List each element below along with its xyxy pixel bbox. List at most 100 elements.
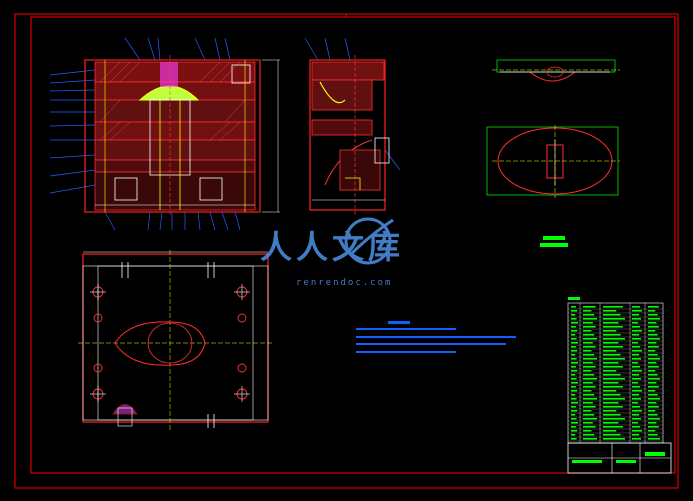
parts-list-cell xyxy=(583,310,592,312)
parts-list-cell xyxy=(583,338,597,340)
parts-list-cell xyxy=(632,434,639,436)
parts-list-cell xyxy=(603,406,623,408)
parts-list-cell xyxy=(632,398,641,400)
parts-list-cell xyxy=(583,406,596,408)
parts-list-cell xyxy=(583,386,596,388)
parts-list-cell xyxy=(583,342,593,344)
parts-list-cell xyxy=(583,346,596,348)
parts-list-cell xyxy=(648,374,658,376)
parts-list-cell xyxy=(571,378,577,380)
parts-list-cell xyxy=(648,414,658,416)
parts-list-cell xyxy=(603,362,619,364)
parts-list-cell xyxy=(632,394,639,396)
parts-list-cell xyxy=(648,382,657,384)
parts-list-cell xyxy=(603,386,623,388)
technical-notes xyxy=(356,321,516,353)
parts-list-cell xyxy=(632,410,642,412)
part-caption xyxy=(540,236,568,247)
parts-list-cell xyxy=(603,382,619,384)
parts-list-cell xyxy=(648,402,657,404)
parts-list-cell xyxy=(571,366,576,368)
parts-list-cell xyxy=(583,422,593,424)
parts-list-heading xyxy=(568,297,580,300)
parts-list-cell xyxy=(648,434,658,436)
parts-list-cell xyxy=(583,354,595,356)
parts-list-cell xyxy=(571,318,577,320)
parts-list-cell xyxy=(632,354,639,356)
parts-list-cell xyxy=(583,358,597,360)
parts-list-cell xyxy=(632,382,638,384)
parts-list-cell xyxy=(648,390,656,392)
parts-list-cell xyxy=(571,390,578,392)
parts-list-cell xyxy=(632,426,640,428)
parts-list-cell xyxy=(571,422,578,424)
parts-list-cell xyxy=(648,378,660,380)
parts-list-cell xyxy=(583,402,593,404)
parts-list-cell xyxy=(583,378,597,380)
parts-list-cell xyxy=(571,374,576,376)
parts-list-cell xyxy=(648,386,659,388)
parts-list-cell xyxy=(583,426,596,428)
parts-list-cell xyxy=(603,306,623,308)
parts-list-cell xyxy=(583,398,597,400)
parts-list-cell xyxy=(583,318,597,320)
parts-list-cell xyxy=(648,418,660,420)
parts-list-cell xyxy=(571,322,578,324)
circle-swoosh-icon xyxy=(344,217,392,265)
parts-list-cell xyxy=(632,406,640,408)
parts-list-cell xyxy=(583,414,595,416)
parts-list-cell xyxy=(571,358,577,360)
parts-list-table xyxy=(567,302,664,444)
parts-list-cell xyxy=(571,370,578,372)
parts-list-cell xyxy=(632,306,640,308)
parts-list-cell xyxy=(648,326,659,328)
parts-list-cell xyxy=(648,422,657,424)
parts-list-cell xyxy=(648,406,659,408)
parts-list-cell xyxy=(648,354,658,356)
parts-list-cell xyxy=(583,410,592,412)
parts-list-cell xyxy=(648,350,656,352)
inner-frame xyxy=(30,16,676,474)
parts-list-cell xyxy=(603,426,623,428)
parts-list-cell xyxy=(648,398,660,400)
parts-list-cell xyxy=(571,430,578,432)
parts-list-cell xyxy=(583,430,592,432)
parts-list-cell xyxy=(648,334,658,336)
parts-list-cell xyxy=(583,434,595,436)
parts-list-cell xyxy=(603,394,621,396)
parts-list-cell xyxy=(603,438,625,440)
parts-list-cell xyxy=(603,310,617,312)
parts-list-cell xyxy=(632,314,639,316)
parts-list-cell xyxy=(571,306,576,308)
parts-list-cell xyxy=(632,386,640,388)
watermark: 人人文库 renrendoc.com xyxy=(260,217,404,288)
parts-list-cell xyxy=(603,350,617,352)
parts-list-cell xyxy=(603,342,619,344)
parts-list-cell xyxy=(632,338,641,340)
watermark-site: renrendoc.com xyxy=(296,278,392,288)
parts-list-cell xyxy=(648,330,656,332)
parts-list-cell xyxy=(632,310,642,312)
watermark-brand: 人人文库 xyxy=(260,228,404,266)
parts-list-cell xyxy=(571,354,576,356)
parts-list-cell xyxy=(603,378,625,380)
parts-list-cell xyxy=(632,346,640,348)
parts-list-cell xyxy=(648,346,659,348)
parts-list-cell xyxy=(648,370,656,372)
parts-list-cell xyxy=(632,358,641,360)
parts-list-cell xyxy=(571,362,578,364)
parts-list-cell xyxy=(648,394,658,396)
parts-list-cell xyxy=(632,402,638,404)
parts-list-cell xyxy=(571,330,578,332)
parts-list-cell xyxy=(632,430,642,432)
parts-list-cell xyxy=(632,362,638,364)
parts-list-cell xyxy=(571,350,578,352)
side-section-view xyxy=(304,37,401,215)
parts-list-cell xyxy=(583,314,595,316)
parts-list-cell xyxy=(603,318,625,320)
parts-list-cell xyxy=(583,438,597,440)
parts-list-cell xyxy=(583,334,595,336)
part-top-view xyxy=(486,125,620,198)
parts-list-cell xyxy=(603,402,619,404)
parts-list-cell xyxy=(571,382,578,384)
